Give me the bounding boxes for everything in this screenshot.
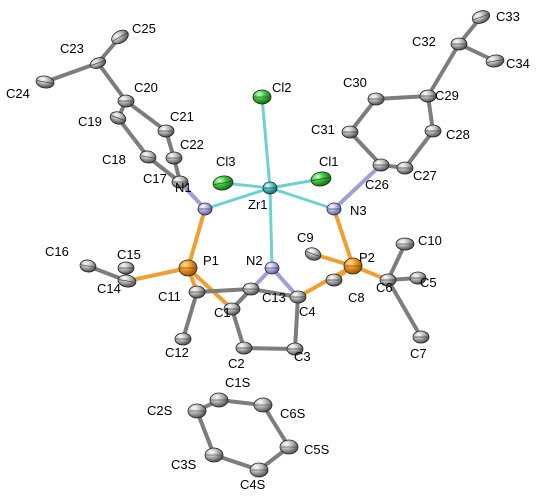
atom-label-C16: C16 [45, 244, 69, 259]
atom-label-C4S: C4S [240, 477, 266, 492]
atom-label-C8: C8 [348, 290, 365, 305]
bond-C26-C31 [348, 130, 383, 167]
atom-label-Cl1: Cl1 [319, 154, 339, 169]
atom-axis-C33 [473, 13, 489, 21]
bond-C2S-C3S [195, 409, 216, 457]
atom-axis-C9 [306, 251, 320, 257]
atom-label-C13: C13 [262, 290, 286, 305]
atom-label-C10: C10 [418, 233, 442, 248]
atom-label-C23: C23 [60, 41, 84, 56]
bond-Zr1-Cl2 [260, 95, 272, 190]
atom-label-C6S: C6S [280, 406, 306, 421]
atom-label-C5: C5 [420, 275, 437, 290]
atom-label-C7: C7 [410, 346, 427, 361]
bond-N1-Zr1 [203, 186, 272, 211]
atom-label-C4: C4 [299, 304, 316, 319]
atom-axis-C23 [91, 60, 105, 66]
bond-Zr1-N3 [268, 186, 336, 211]
atom-axis-C14 [118, 279, 136, 283]
atom-label-C14: C14 [97, 281, 121, 296]
bond-N3-P2 [332, 207, 355, 268]
atom-label-C24: C24 [6, 86, 30, 101]
atom-label-Cl2: Cl2 [272, 80, 292, 95]
bond-C6-C7 [386, 278, 423, 339]
atom-label-C9: C9 [297, 230, 314, 245]
atom-label-C11: C11 [158, 289, 181, 304]
atom-label-C31: C31 [311, 122, 335, 137]
atom-label-C12: C12 [165, 345, 189, 360]
atom-label-C2S: C2S [147, 403, 173, 418]
atom-label-C32: C32 [412, 34, 436, 49]
bond-C29-C32 [426, 42, 461, 98]
atom-axis-C25 [112, 32, 128, 42]
atom-axis-C19 [111, 115, 125, 121]
atom-label-C27: C27 [413, 168, 437, 183]
bond-C11-C13 [195, 287, 253, 294]
bond-C19-C18 [116, 116, 150, 159]
atom-label-C26: C26 [365, 177, 389, 192]
bond-C30-C29 [374, 94, 430, 101]
bond-C5S-C6S [261, 403, 291, 449]
atom-label-C5S: C5S [304, 442, 330, 457]
atom-axis-Cl3 [214, 181, 232, 185]
atom-label-C6: C6 [376, 280, 393, 295]
atom-label-C34: C34 [506, 56, 530, 71]
atom-label-Zr1: Zr1 [248, 197, 268, 212]
atom-label-P2: P2 [359, 250, 375, 265]
atom-label-C29: C29 [435, 88, 459, 103]
atom-label-N2: N2 [246, 253, 263, 268]
bond-N3-C26 [332, 163, 383, 211]
atom-label-C18: C18 [102, 152, 126, 167]
atom-label-C19: C19 [78, 114, 102, 129]
bond-N1-P1 [186, 207, 207, 270]
bond-C11-C12 [181, 290, 199, 341]
atom-label-C30: C30 [343, 75, 367, 90]
atom-label-Cl3: Cl3 [216, 154, 236, 169]
atom-axis-C16 [80, 264, 96, 268]
bond-Zr1-N2 [268, 186, 274, 270]
atom-axis-C34 [486, 59, 504, 63]
atom-label-C3: C3 [294, 349, 311, 364]
bond-C23-C20 [96, 61, 128, 103]
atom-axis-C18 [140, 155, 156, 159]
atom-label-C3S: C3S [171, 457, 197, 472]
bond-P1-C14 [125, 266, 190, 283]
atom-label-N1: N1 [175, 180, 192, 195]
atom-label-C20: C20 [134, 80, 158, 95]
atom-label-C25: C25 [132, 21, 156, 36]
atom-label-C22: C22 [180, 137, 204, 152]
bond-C28-C27 [403, 129, 435, 170]
bond-C3-C4 [293, 295, 300, 351]
bond-P1-C1 [186, 266, 234, 311]
atom-label-C1: C1 [214, 305, 231, 320]
bond-C2-C3 [242, 346, 297, 351]
atom-axis-C24 [36, 80, 54, 84]
atom-label-C15: C15 [117, 247, 141, 262]
atom-label-C33: C33 [496, 9, 520, 24]
atom-label-C1S: C1S [225, 375, 251, 390]
bond-C1-C2 [230, 307, 246, 350]
atom-label-C21: C21 [170, 109, 194, 124]
atom-label-C28: C28 [446, 127, 470, 142]
atom-label-P1: P1 [203, 253, 219, 268]
atom-label-N3: N3 [350, 203, 367, 218]
bond-C23-C24 [43, 61, 100, 84]
atom-label-C2: C2 [228, 356, 245, 371]
atom-layer [35, 10, 505, 478]
atom-label-C17: C17 [143, 171, 167, 186]
atom-axis-Cl1 [312, 177, 330, 181]
bond-C20-C21 [124, 99, 168, 133]
